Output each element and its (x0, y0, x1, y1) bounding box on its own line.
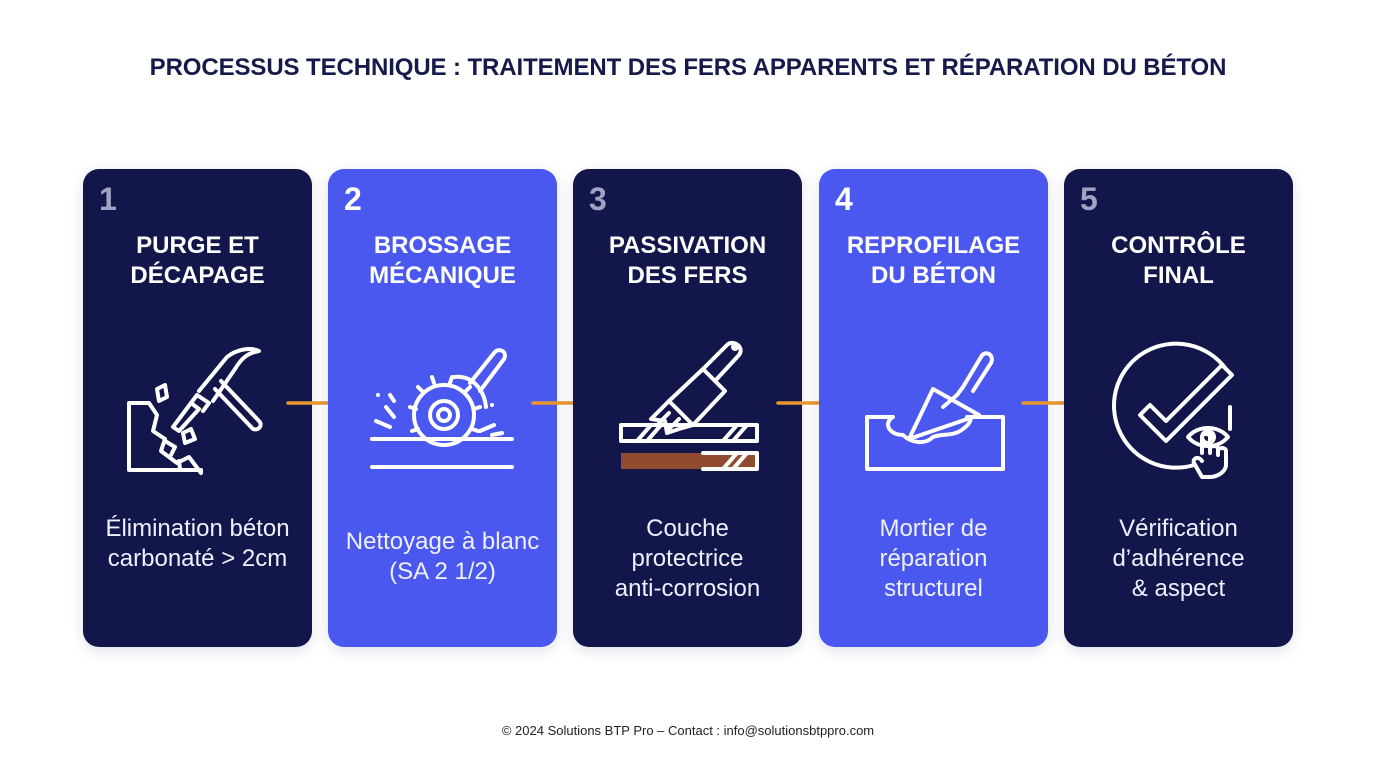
page-title: PROCESSUS TECHNIQUE : TRAITEMENT DES FER… (149, 54, 1227, 81)
trowel-mortar-icon (853, 329, 1013, 479)
step-title: PASSIVATION DES FERS (608, 232, 767, 289)
step-title: BROSSAGE MÉCANIQUE (369, 232, 516, 289)
hammer-breaking-concrete-icon (117, 329, 277, 479)
step-description: Mortier de réparation structurel (879, 515, 988, 602)
paintbrush-rebar-icon (607, 329, 767, 479)
step-description: Nettoyage à blanc (SA 2 1/2) (345, 528, 540, 585)
footer-copyright: © 2024 Solutions BTP Pro – Contact : inf… (501, 723, 875, 738)
step-title: PURGE ET DÉCAPAGE (130, 232, 265, 289)
step-title: REPROFILAGE DU BÉTON (846, 232, 1021, 289)
step-number: 5 (1080, 181, 1098, 217)
step-number: 3 (589, 181, 607, 217)
step-card-4: 4 REPROFILAGE DU BÉTON Mortier de répara… (819, 169, 1048, 647)
check-eye-inspection-icon (1098, 329, 1258, 479)
step-number: 1 (99, 181, 117, 217)
angle-grinder-icon (362, 329, 522, 479)
step-description: Couche protectrice anti-corrosion (614, 515, 761, 602)
step-title: CONTRÔLE FINAL (1111, 232, 1246, 289)
step-card-1: 1 PURGE ET DÉCAPAGE Élimination béton ca… (83, 169, 312, 647)
step-description: Élimination béton carbonaté > 2cm (105, 515, 290, 572)
step-number: 4 (835, 181, 853, 217)
process-steps: 1 PURGE ET DÉCAPAGE Élimination béton ca… (83, 169, 1294, 647)
step-card-5: 5 CONTRÔLE FINAL Vérification d’adhérenc… (1064, 169, 1293, 647)
step-card-3: 3 PASSIVATION DES FERS Couche protectric… (573, 169, 802, 647)
step-card-2: 2 BROSSAGE MÉCANIQUE Nettoyage à blanc (… (328, 169, 557, 647)
step-number: 2 (344, 181, 362, 217)
step-description: Vérification d’adhérence & aspect (1112, 515, 1245, 602)
